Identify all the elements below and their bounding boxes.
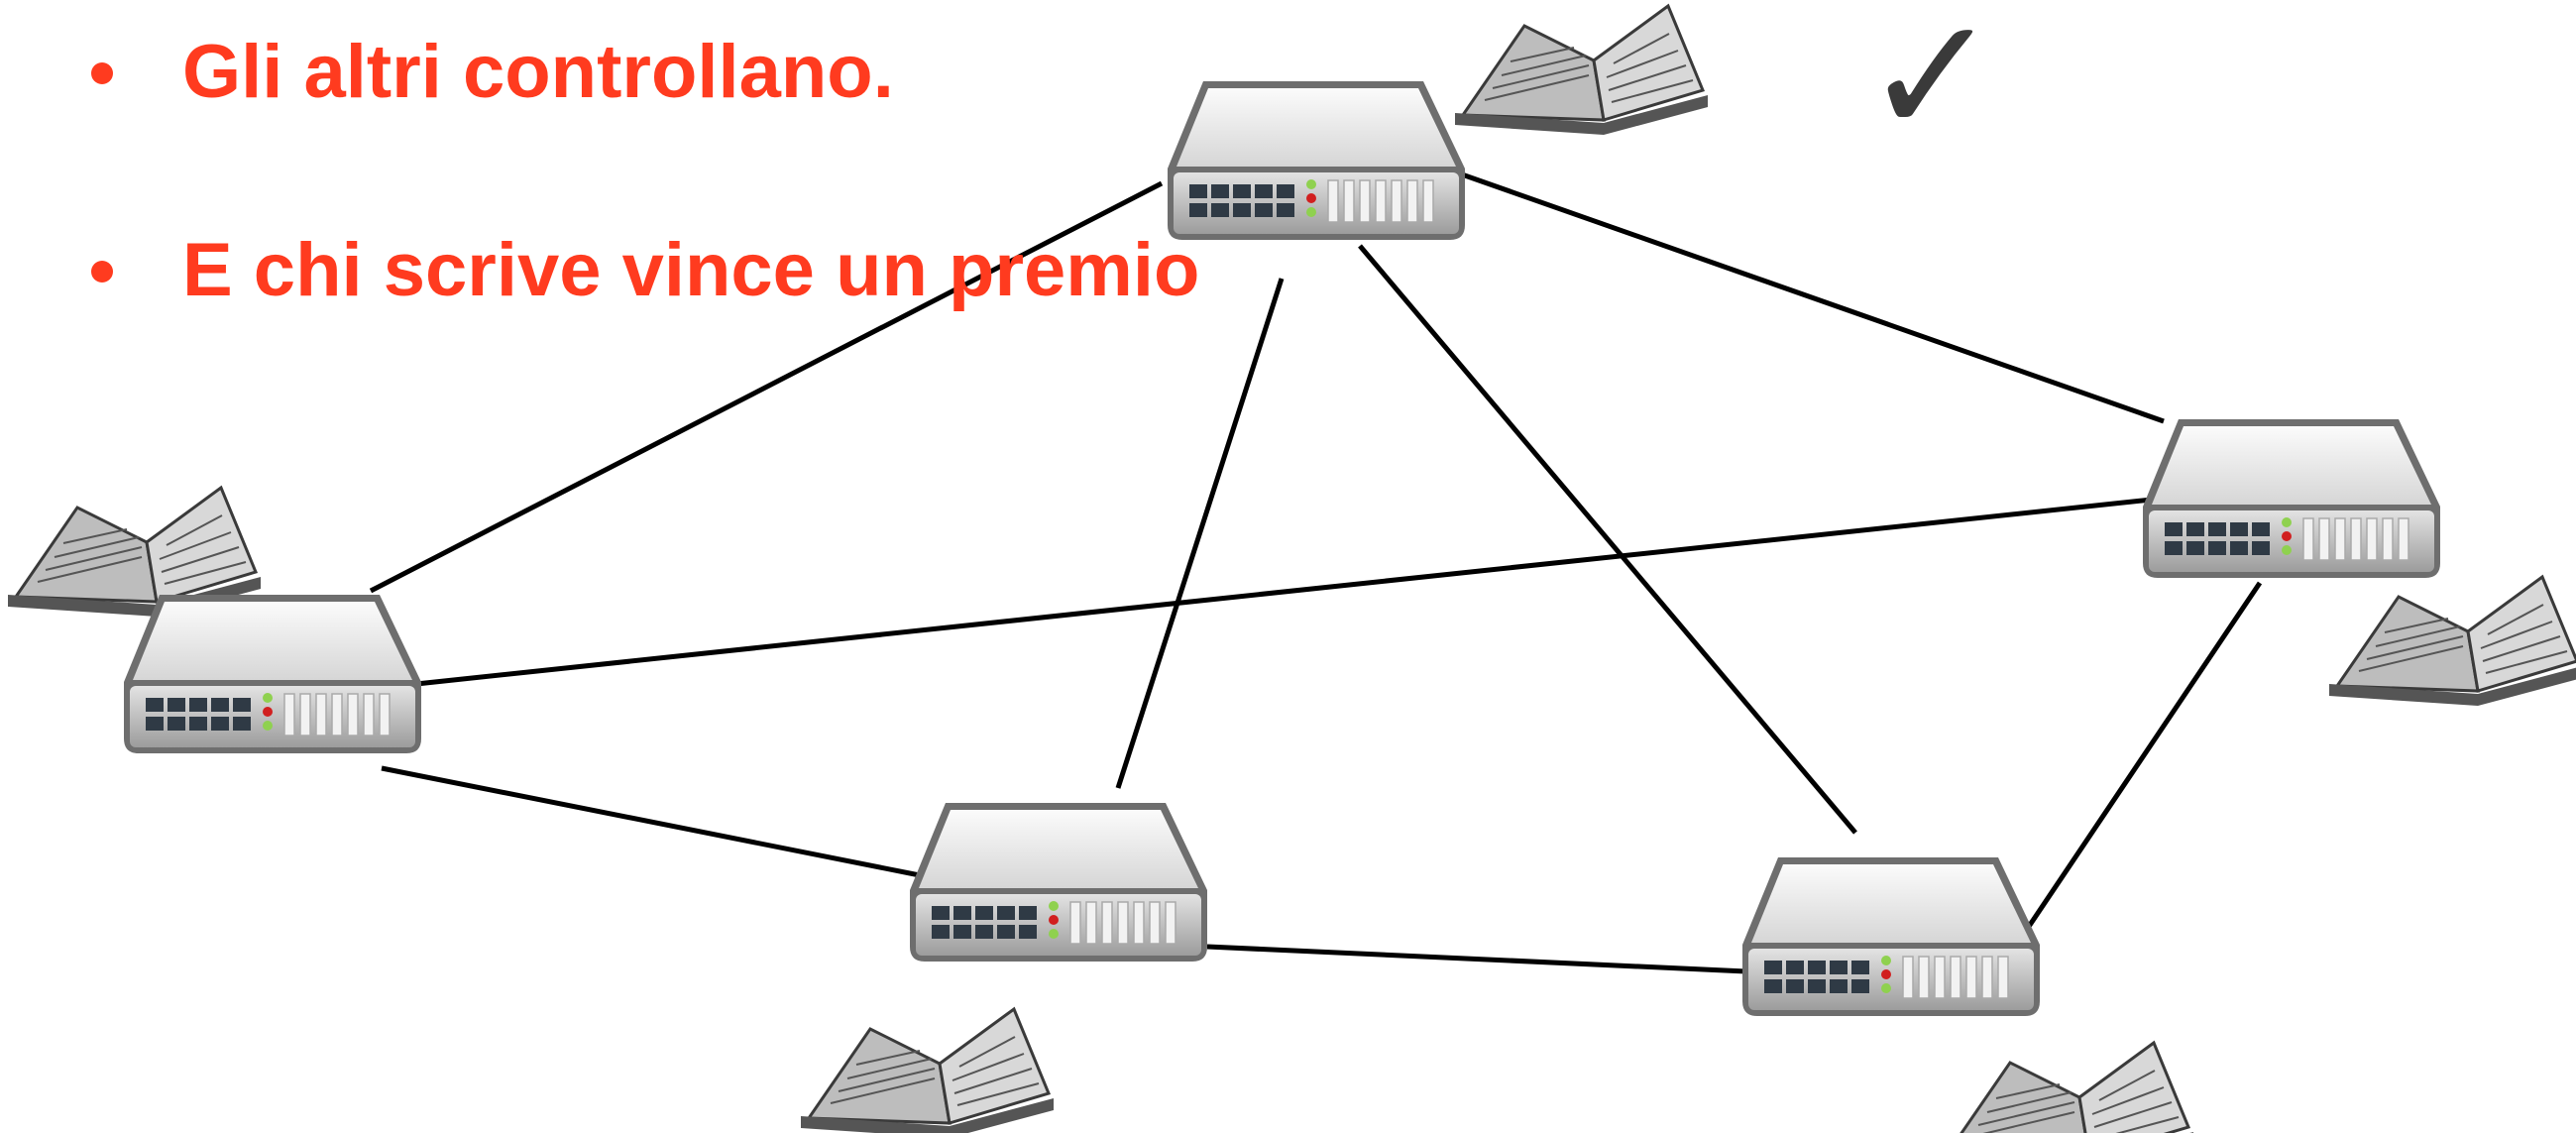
bullet-others-check: Gli altri controllano.: [91, 28, 1199, 117]
node-top: [1167, 4, 1710, 241]
link-bottom-right-right: [2019, 581, 2263, 939]
open-ledger-icon: [2327, 575, 2576, 708]
node-bottom-right: [1741, 856, 2195, 1133]
network-switch-icon: [1167, 80, 1466, 241]
open-ledger-icon: [799, 1007, 1056, 1133]
link-top-center: [1115, 278, 1285, 789]
link-top-bottom-right: [1358, 244, 1857, 835]
link-top-left: [369, 180, 1164, 594]
link-left-right: [415, 496, 2162, 687]
node-center: [799, 802, 1208, 1133]
link-center-bottom-right: [1206, 944, 1747, 974]
link-left-center: [381, 765, 931, 880]
network-switch-icon: [2142, 418, 2441, 579]
bullet-list: Gli altri controllano. E chi scrive vinc…: [91, 28, 1199, 315]
check-icon: ✓: [1863, 0, 2001, 171]
network-switch-icon: [123, 594, 422, 754]
network-switch-icon: [1741, 856, 2041, 1017]
link-top-right: [1461, 171, 2165, 424]
network-switch-icon: [909, 802, 1208, 963]
open-ledger-icon: [1939, 1041, 2195, 1133]
node-left: [6, 486, 422, 754]
bullet-writer-wins-prize: E chi scrive vince un premio: [91, 226, 1199, 315]
open-ledger-icon: [1453, 4, 1710, 137]
